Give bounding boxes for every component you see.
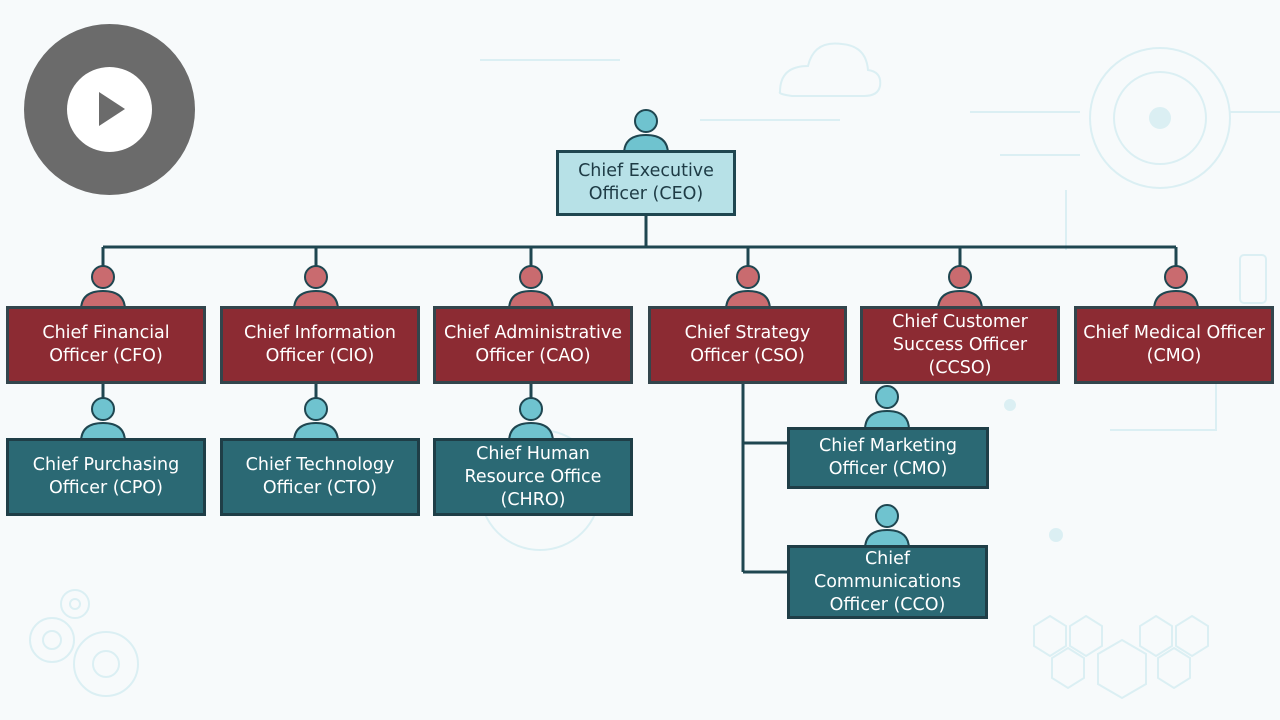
node-chro: Chief Human Resource Office (CHRO) bbox=[433, 438, 633, 516]
node-cso: Chief Strategy Officer (CSO) bbox=[648, 306, 847, 384]
node-cpo: Chief Purchasing Officer (CPO) bbox=[6, 438, 206, 516]
gear-icon bbox=[60, 589, 90, 619]
person-icon bbox=[508, 264, 554, 310]
person-icon bbox=[293, 396, 339, 442]
node-label: Chief Marketing Officer (CMO) bbox=[819, 436, 957, 479]
node-label: Chief Strategy Officer (CSO) bbox=[684, 323, 811, 366]
node-label: Chief Communications Officer (CCO) bbox=[813, 548, 962, 615]
play-icon bbox=[99, 92, 125, 126]
node-label: Chief Administrative Officer (CAO) bbox=[443, 323, 623, 366]
person-icon bbox=[508, 396, 554, 442]
node-label: Chief Executive Officer (CEO) bbox=[578, 161, 714, 204]
person-icon bbox=[293, 264, 339, 310]
person-icon bbox=[623, 108, 669, 154]
node-cao: Chief Administrative Officer (CAO) bbox=[433, 306, 633, 384]
person-icon bbox=[864, 384, 910, 430]
gear-icon bbox=[29, 617, 75, 663]
node-label: Chief Technology Officer (CTO) bbox=[245, 455, 395, 498]
person-icon bbox=[80, 264, 126, 310]
node-cfo: Chief Financial Officer (CFO) bbox=[6, 306, 206, 384]
node-label: Chief Financial Officer (CFO) bbox=[42, 323, 170, 366]
node-cco: Chief Communications Officer (CCO) bbox=[787, 545, 988, 619]
person-icon bbox=[937, 264, 983, 310]
node-label: Chief Information Officer (CIO) bbox=[244, 323, 396, 366]
gear-icon bbox=[73, 631, 139, 697]
play-button[interactable] bbox=[24, 24, 195, 195]
node-label: Chief Customer Success Officer (CCSO) bbox=[892, 311, 1028, 378]
node-label: Chief Human Resource Office (CHRO) bbox=[464, 443, 602, 510]
person-icon bbox=[725, 264, 771, 310]
person-icon bbox=[80, 396, 126, 442]
node-cto: Chief Technology Officer (CTO) bbox=[220, 438, 420, 516]
node-cio: Chief Information Officer (CIO) bbox=[220, 306, 420, 384]
person-icon bbox=[1153, 264, 1199, 310]
node-ccso: Chief Customer Success Officer (CCSO) bbox=[860, 306, 1060, 384]
node-label: Chief Medical Officer (CMO) bbox=[1083, 323, 1265, 366]
node-label: Chief Purchasing Officer (CPO) bbox=[32, 455, 180, 498]
hexagon-icon bbox=[1033, 614, 1209, 700]
node-ceo: Chief Executive Officer (CEO) bbox=[556, 150, 736, 216]
node-cmo-medical: Chief Medical Officer (CMO) bbox=[1074, 306, 1274, 384]
cloud-icon bbox=[778, 42, 882, 97]
person-icon bbox=[864, 503, 910, 549]
node-cmo-marketing: Chief Marketing Officer (CMO) bbox=[787, 427, 989, 489]
